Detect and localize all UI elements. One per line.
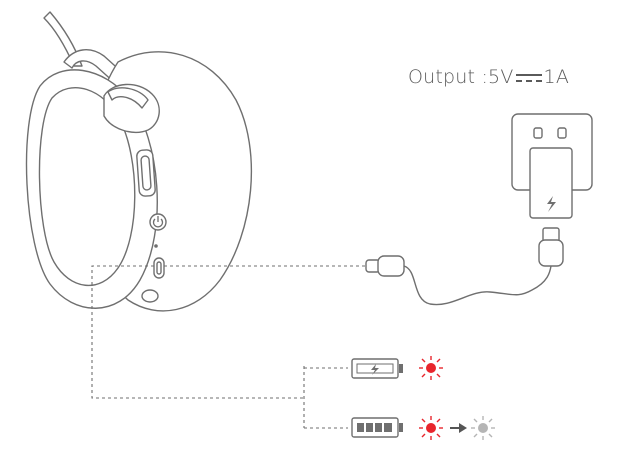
headphone-earcup-icon xyxy=(25,11,253,312)
usb-c-cable-icon xyxy=(365,255,552,306)
battery-full-icon xyxy=(351,417,403,438)
socket-pin-right xyxy=(557,127,567,139)
yoke-knob-cap xyxy=(107,87,149,109)
legend-charging xyxy=(351,356,443,380)
adapter-plug-body xyxy=(538,239,564,267)
led-white-icon xyxy=(471,416,495,440)
output-label: Output : xyxy=(408,66,489,88)
audio-jack xyxy=(141,289,159,303)
connector-lines xyxy=(91,265,366,429)
mic-hole xyxy=(154,244,158,248)
side-slot-inner xyxy=(140,155,152,191)
led-red-icon xyxy=(419,356,443,380)
output-spec-label: Output : 5V 1A xyxy=(408,66,569,88)
led-red-icon xyxy=(419,416,443,440)
socket-pin-left xyxy=(533,127,543,139)
usb-c-port-inner xyxy=(156,261,162,275)
battery-charging-icon xyxy=(351,358,403,379)
port-down-line xyxy=(91,265,304,399)
current-value: 1A xyxy=(543,66,570,88)
legend-charged xyxy=(351,416,495,440)
cable-wire xyxy=(403,265,552,306)
arrow-right-icon xyxy=(450,423,467,433)
voltage-value: 5V xyxy=(488,66,514,88)
bolt-icon xyxy=(547,196,556,212)
headband xyxy=(43,11,83,67)
wall-adapter-icon xyxy=(511,113,593,267)
adapter-body xyxy=(529,147,573,219)
cable-plug-body xyxy=(377,255,405,277)
dc-current-symbol xyxy=(515,71,542,85)
power-icon-symbol xyxy=(152,216,164,228)
